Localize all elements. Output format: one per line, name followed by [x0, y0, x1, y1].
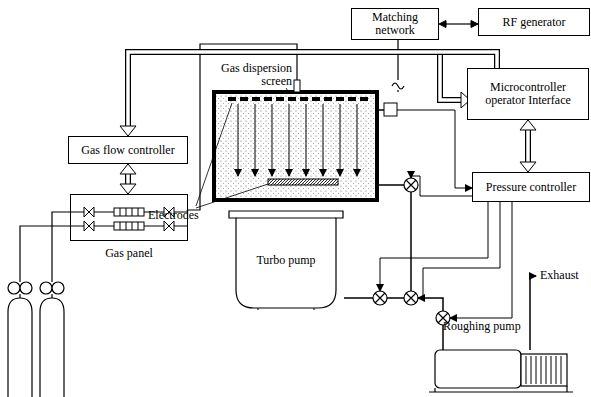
- pressure-sensor: [377, 103, 472, 188]
- rf-generator-box: RF generator: [478, 8, 590, 36]
- process-chamber: [214, 80, 377, 200]
- rf-feed: [392, 36, 404, 89]
- gas-line: [188, 44, 297, 210]
- turbo-pump: Turbo pump: [228, 210, 344, 310]
- controller-box: Microcontroller operator Interface: [467, 68, 589, 120]
- vacuum-piping: [344, 185, 536, 350]
- gas-panel: Gas panel: [70, 194, 188, 260]
- part-label: Exhaust: [540, 269, 590, 282]
- valve-symbol: [373, 178, 450, 325]
- node-text: RF generator: [503, 16, 566, 29]
- connector-arrow: [439, 21, 478, 28]
- hollow-arrow: [120, 52, 497, 136]
- pressure-controller-box: Pressure controller: [472, 172, 590, 202]
- part-label: Electrodes: [148, 209, 208, 222]
- node-text: Matching network: [356, 11, 434, 37]
- leader-line: [196, 103, 268, 208]
- node-text: Gas panel: [105, 247, 153, 260]
- roughing-pump: Roughing pump: [425, 318, 575, 397]
- node-text: Roughing pump: [443, 320, 521, 333]
- control-bus: [440, 52, 462, 100]
- hollow-arrow: [520, 120, 536, 172]
- node-text: Gas flow controller: [81, 144, 174, 157]
- matching-network-box: Matching network: [351, 8, 439, 40]
- part-label: Gas dispersion screen: [206, 62, 292, 88]
- leader-line: [286, 88, 290, 94]
- node-text: Microcontroller operator Interface: [472, 81, 584, 107]
- hollow-arrow: [120, 164, 136, 194]
- gas-cylinder: [8, 212, 70, 397]
- node-text: Turbo pump: [256, 254, 316, 267]
- gas-flow-controller-box: Gas flow controller: [68, 136, 188, 164]
- gas-flow-arrows: [238, 104, 357, 176]
- node-text: Pressure controller: [486, 181, 576, 194]
